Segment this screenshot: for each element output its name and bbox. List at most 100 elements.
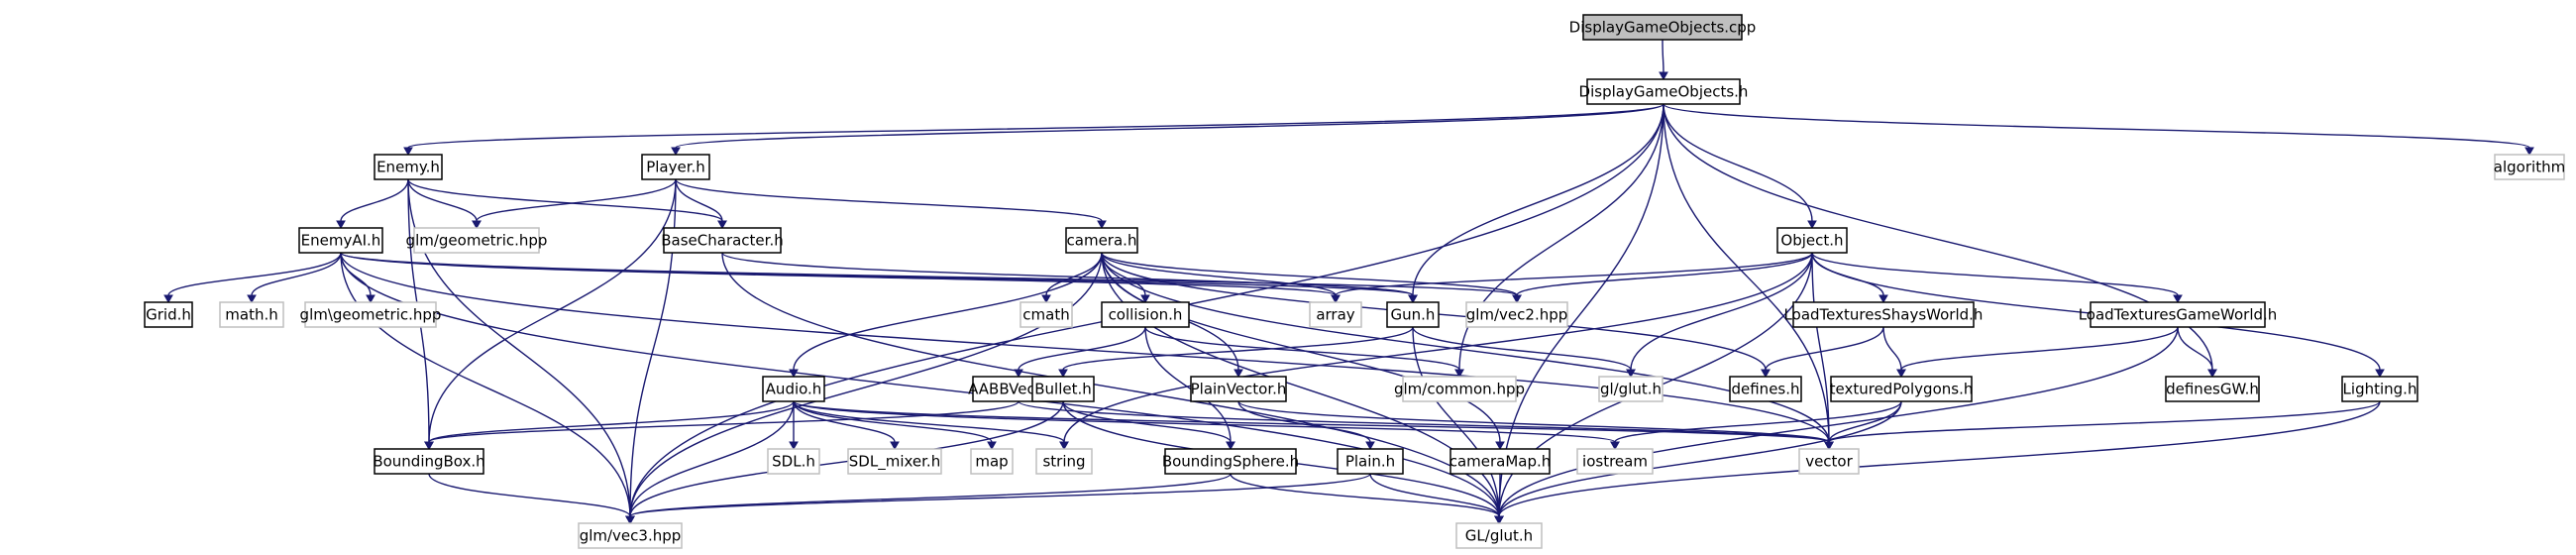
node-label: glm/common.hpp: [1394, 381, 1525, 398]
edge-texpoly_h-to-iostream: [1610, 400, 1902, 451]
node-ltsw-h[interactable]: LoadTexturesShaysWorld.h: [1784, 301, 1984, 328]
edge-camera_h-to-audio_h: [789, 252, 1103, 379]
edge-enemyai_h-to-array: [340, 252, 1341, 304]
edge-plainvec_h-to-vector: [1237, 400, 1834, 451]
edge-plainvec_h-to-plain_h: [1237, 400, 1375, 451]
node-enemy-h[interactable]: Enemy.h: [374, 154, 443, 180]
node-label: defines.h: [1731, 381, 1799, 398]
nodes-layer: DisplayGameObjects.cppDisplayGameObjects…: [144, 14, 2565, 549]
node-label: gl/glut.h: [1600, 381, 1662, 398]
edge-camera_h-to-array: [1101, 252, 1341, 304]
node-label: DisplayGameObjects.cpp: [1569, 19, 1757, 37]
node-algorithm: algorithm: [2494, 154, 2565, 180]
edge-dgo_h-to-algorithm: [1663, 103, 2534, 157]
node-ltgw-h[interactable]: LoadTexturesGameWorld.h: [2079, 301, 2278, 328]
node-player-h[interactable]: Player.h: [641, 154, 710, 180]
edge-camera_h-to-glm_vec2: [1101, 252, 1522, 304]
node-label: Gun.h: [1391, 306, 1436, 324]
node-glm-common: glm/common.hpp: [1394, 376, 1525, 402]
node-label: cameraMap.h: [1449, 453, 1552, 471]
node-bsphere-h[interactable]: BoundingSphere.h: [1162, 448, 1299, 475]
node-dgo-h[interactable]: DisplayGameObjects.h: [1579, 78, 1749, 105]
node-glm-vec2: glm/vec2.hpp: [1465, 301, 1568, 328]
edge-boundingbox_h-to-glm_vec3: [428, 473, 635, 525]
node-plainvec-h[interactable]: PlainVector.h: [1190, 376, 1287, 402]
edge-ltsw_h-to-defines_h: [1761, 326, 1884, 379]
edge-lighting_h-to-vector: [1824, 400, 2381, 451]
edge-plain_h-to-gl_glut2: [1369, 473, 1504, 525]
edge-object_h-to-ltgw_h: [1811, 252, 2183, 304]
node-dgo-cpp[interactable]: DisplayGameObjects.cpp: [1569, 14, 1757, 41]
node-audio-h[interactable]: Audio.h: [762, 376, 825, 402]
node-object-h[interactable]: Object.h: [1776, 227, 1848, 254]
node-array: array: [1309, 301, 1362, 328]
node-label: Lighting.h: [2343, 381, 2417, 398]
node-gun-h[interactable]: Gun.h: [1386, 301, 1440, 328]
node-enemyai-h[interactable]: EnemyAI.h: [298, 227, 383, 254]
node-gl-glut2: GL/glut.h: [1455, 522, 1543, 549]
node-label: Enemy.h: [376, 159, 440, 176]
node-label: Plain.h: [1345, 453, 1395, 471]
node-vector: vector: [1798, 448, 1860, 475]
edge-dgo_cpp-to-dgo_h: [1659, 39, 1668, 81]
node-sdl-mixer-h: SDL_mixer.h: [847, 448, 942, 475]
edge-audio_h-to-boundingbox_h: [424, 400, 795, 451]
edge-player_h-to-camera_h: [675, 178, 1107, 230]
edge-player_h-to-glm_geo1: [472, 178, 677, 230]
node-math-h: math.h: [219, 301, 284, 328]
edge-object_h-to-glm_vec2: [1512, 252, 1813, 304]
edge-collision_h-to-aabb_h: [1014, 326, 1146, 379]
node-defines-h[interactable]: defines.h: [1729, 376, 1802, 402]
node-label: glm\geometric.hpp: [300, 306, 442, 324]
node-grid-h[interactable]: Grid.h: [144, 301, 193, 328]
edge-dgo_h-to-enemy_h: [403, 103, 1664, 157]
node-label: math.h: [225, 306, 277, 324]
node-boundingbox-h[interactable]: BoundingBox.h: [373, 448, 485, 475]
node-cmath: cmath: [1020, 301, 1073, 328]
node-label: EnemyAI.h: [301, 232, 381, 250]
node-iostream: iostream: [1576, 448, 1654, 475]
node-label: map: [975, 453, 1008, 471]
node-basechar-h[interactable]: BaseCharacter.h: [661, 227, 784, 254]
edge-dgo_h-to-player_h: [671, 103, 1664, 157]
node-label: vector: [1805, 453, 1853, 471]
edge-dgo_h-to-definesgw_h: [1663, 103, 2217, 379]
edge-player_h-to-basechar_h: [675, 178, 727, 230]
node-label: texturedPolygons.h: [1830, 381, 1974, 398]
edge-camera_h-to-cameramap_h: [1101, 252, 1505, 451]
edge-plain_h-to-glm_vec3: [625, 473, 1371, 525]
edge-basechar_h-to-gl_glut2: [721, 252, 1504, 525]
edge-bsphere_h-to-gl_glut2: [1230, 473, 1504, 525]
node-definesgw-h[interactable]: definesGW.h: [2165, 376, 2260, 402]
node-glm-vec3: glm/vec3.hpp: [578, 522, 683, 549]
node-collision-h[interactable]: collision.h: [1101, 301, 1190, 328]
node-map: map: [970, 448, 1014, 475]
node-string: string: [1035, 448, 1093, 475]
edge-aabb_h-to-vector: [1018, 400, 1834, 451]
node-lighting-h[interactable]: Lighting.h: [2341, 376, 2418, 402]
node-cameramap-h[interactable]: cameraMap.h: [1449, 448, 1552, 475]
node-label: Grid.h: [146, 306, 191, 324]
node-camera-h[interactable]: camera.h: [1065, 227, 1138, 254]
node-label: Object.h: [1780, 232, 1843, 250]
node-label: glm/vec2.hpp: [1466, 306, 1568, 324]
edge-dgo_h-to-object_h: [1663, 103, 1817, 230]
edge-enemyai_h-to-glm_vec3: [340, 252, 635, 525]
node-label: SDL.h: [772, 453, 815, 471]
node-label: glm/vec3.hpp: [580, 527, 682, 545]
edge-player_h-to-boundingbox_h: [424, 178, 677, 451]
node-bullet-h[interactable]: Bullet.h: [1031, 376, 1095, 402]
edge-enemy_h-to-enemyai_h: [336, 178, 409, 230]
node-glm-geo2: glm\geometric.hpp: [300, 301, 442, 328]
edge-enemyai_h-to-glm_geo2: [340, 252, 376, 304]
edge-audio_h-to-sdl_mixer_h: [793, 400, 900, 451]
node-label: DisplayGameObjects.h: [1579, 83, 1749, 101]
edge-collision_h-to-glm_common: [1144, 326, 1464, 379]
node-plain-h[interactable]: Plain.h: [1337, 448, 1404, 475]
node-label: SDL_mixer.h: [849, 453, 940, 472]
node-label: LoadTexturesGameWorld.h: [2079, 306, 2278, 324]
node-label: GL/glut.h: [1465, 527, 1533, 545]
edge-cameramap_h-to-gl_glut2: [1494, 473, 1504, 525]
node-texpoly-h[interactable]: texturedPolygons.h: [1830, 376, 1974, 402]
